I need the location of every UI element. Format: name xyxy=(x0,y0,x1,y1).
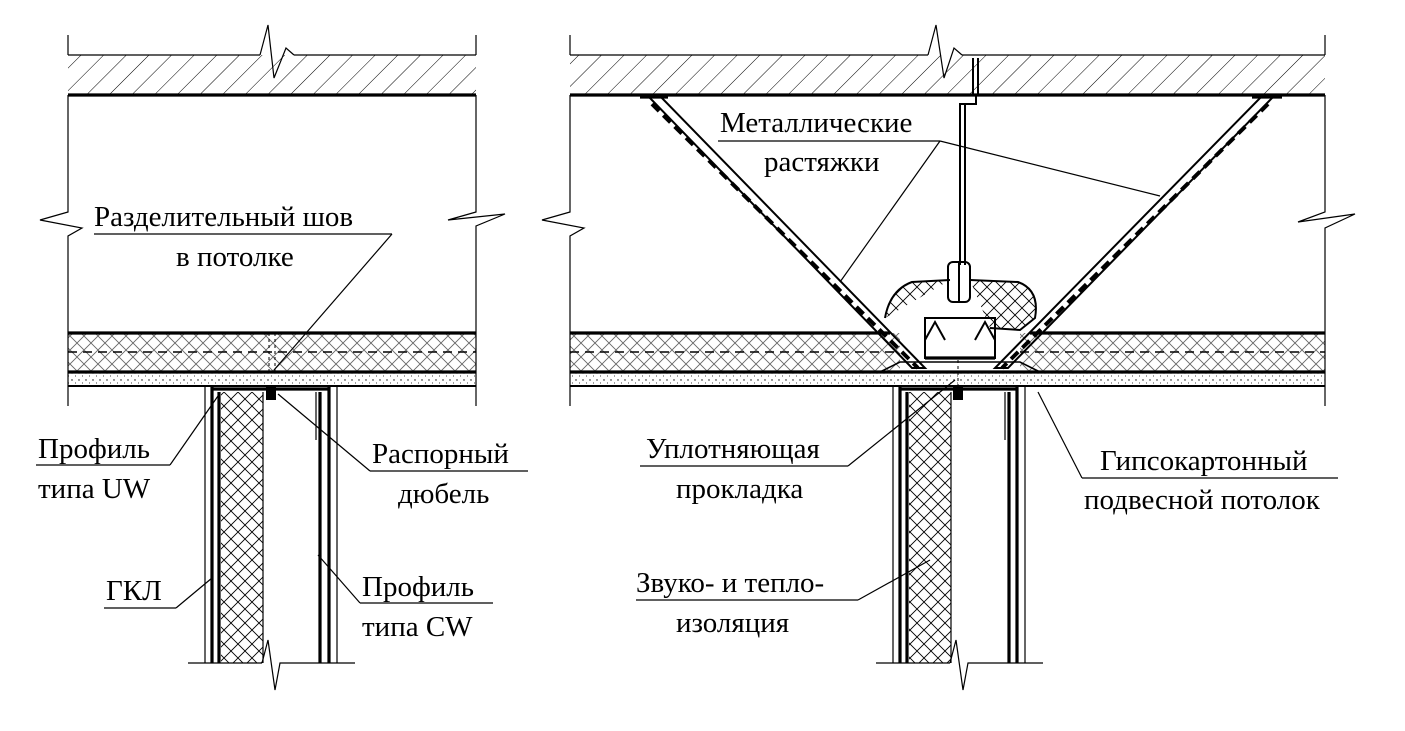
ceiling-hanger xyxy=(947,95,977,303)
left-floor-slab xyxy=(67,24,477,97)
label-metal-braces-1: Металлические xyxy=(720,107,912,139)
label-insulation-1: Звуко- и тепло- xyxy=(636,567,824,599)
label-gypsum-ceiling-2: подвесной потолок xyxy=(1084,484,1321,516)
label-separation-joint-2: в потолке xyxy=(176,241,294,273)
label-sealing-strip-1: Уплотняющая xyxy=(646,433,820,465)
left-detail xyxy=(39,24,506,691)
right-floor-slab xyxy=(569,24,1326,97)
label-insulation-2: изоляция xyxy=(676,607,789,639)
label-separation-joint-1: Разделительный шов xyxy=(94,201,353,233)
metal-braces xyxy=(640,95,1282,370)
label-sealing-strip-2: прокладка xyxy=(676,473,803,505)
label-profile-cw-2: типа CW xyxy=(362,611,473,643)
label-expansion-dowel-1: Распорный xyxy=(372,438,509,470)
label-gkl: ГКЛ xyxy=(106,575,162,607)
leader-lines xyxy=(36,140,1338,609)
label-expansion-dowel-2: дюбель xyxy=(398,478,489,510)
right-detail xyxy=(541,24,1356,691)
label-profile-uw-1: Профиль xyxy=(38,433,150,465)
label-profile-uw-2: типа UW xyxy=(38,473,151,505)
label-metal-braces-2: растяжки xyxy=(764,146,880,178)
right-partition-wall xyxy=(876,386,1043,691)
left-partition-wall xyxy=(188,386,355,691)
label-gypsum-ceiling-1: Гипсокартонный xyxy=(1100,445,1308,477)
label-profile-cw-1: Профиль xyxy=(362,571,474,603)
left-ceiling-layers xyxy=(67,330,477,406)
ceiling-carrier-profile xyxy=(884,279,1037,360)
right-ceiling-layers xyxy=(569,330,1326,406)
